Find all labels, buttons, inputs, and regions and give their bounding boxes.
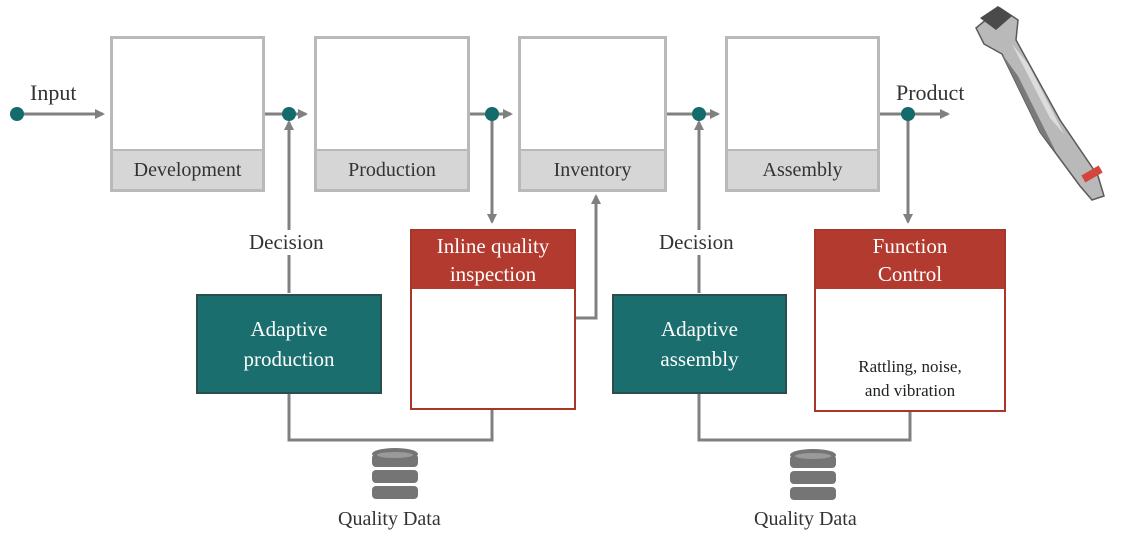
function-control-caption: Rattling, noise, and vibration [816,355,1004,403]
inline-inspection-title-line1: Inline quality [436,234,550,258]
node-after-inventory [692,107,706,121]
adaptive-production-line1: Adaptive [250,317,328,341]
node-after-development [282,107,296,121]
stage-assembly: Assembly [725,36,880,192]
adaptive-assembly-box: Adaptive assembly [612,294,787,394]
function-control-caption-line2: and vibration [864,381,956,400]
adaptive-assembly-line2: assembly [660,347,739,371]
stage-inventory-label: Inventory [521,149,664,189]
database-icon [790,449,836,500]
adaptive-assembly-line1: Adaptive [661,317,738,341]
input-label: Input [30,80,77,105]
nodes [10,107,915,121]
function-control-title-line1: Function [872,234,948,258]
inline-inspection-title-line2: inspection [449,262,537,286]
stage-production-label: Production [317,149,467,189]
function-control-header: Function Control [816,231,1004,289]
inline-inspection-box: Inline quality inspection [410,229,576,410]
decision-left-label: Decision [246,230,327,255]
quality-data-right-label: Quality Data [754,508,857,530]
inline-inspection-header: Inline quality inspection [412,231,574,289]
function-control-box: Function Control Rattling, noise, and vi… [814,229,1006,412]
input-node [10,107,24,121]
adaptive-production-line2: production [243,347,335,371]
product-label: Product [896,80,965,105]
quality-loop-left [287,394,494,442]
decision-right-label: Decision [656,230,737,255]
product-handpiece-image [975,6,1105,201]
database-icon [372,448,418,499]
node-after-assembly [901,107,915,121]
function-control-title-line2: Control [877,262,943,286]
stage-inventory: Inventory [518,36,667,192]
adaptive-production-box: Adaptive production [196,294,382,394]
stage-assembly-label: Assembly [728,149,877,189]
node-after-production [485,107,499,121]
quality-loop-right [697,394,912,442]
quality-data-left-label: Quality Data [338,508,441,530]
function-control-caption-line1: Rattling, noise, [858,357,962,376]
stage-development-label: Development [113,149,262,189]
stage-development: Development [110,36,265,192]
inspection-to-inventory-arrow [576,194,601,320]
stage-production: Production [314,36,470,192]
